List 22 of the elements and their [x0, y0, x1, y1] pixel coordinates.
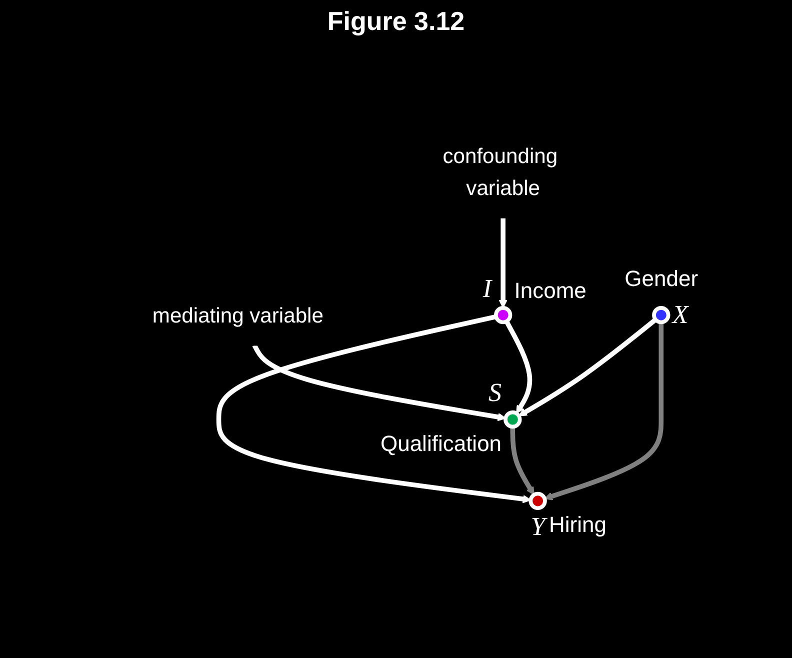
node-text: mediating variable [152, 303, 324, 328]
variable-symbol: Y [530, 512, 546, 542]
arrow [544, 322, 664, 500]
node-circle [504, 410, 522, 429]
arrow [216, 314, 532, 504]
node-caption: Hiring [548, 512, 606, 538]
node-caption: Qualification [380, 430, 502, 457]
node-text: confounding variable [442, 144, 558, 200]
arrow [518, 318, 658, 416]
arrow [498, 218, 508, 308]
node-circle [494, 306, 512, 324]
figure-label: Figure 3.12 [327, 6, 465, 37]
arrow [252, 344, 506, 422]
node-caption: Income [514, 278, 586, 304]
arrow [504, 320, 532, 414]
variable-symbol: S [488, 378, 502, 408]
node-circle [528, 492, 547, 510]
arrow [510, 426, 534, 496]
variable-symbol: X [672, 300, 688, 330]
variable-symbol: I [482, 274, 492, 304]
node-circle [652, 306, 670, 324]
node-caption: Gender [624, 266, 698, 292]
